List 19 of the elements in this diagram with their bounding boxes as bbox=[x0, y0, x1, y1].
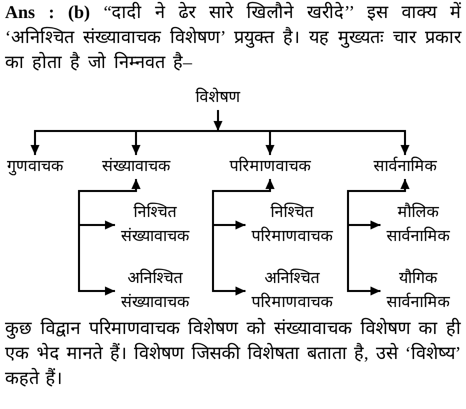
arrow bbox=[347, 179, 410, 296]
subcategory-label: अनिश्चित संख्यावाचक bbox=[121, 267, 189, 315]
category-label: परिमाणवाचक bbox=[230, 156, 310, 178]
category-label: सार्वनामिक bbox=[374, 156, 436, 178]
arrow bbox=[214, 110, 222, 131]
subcategory-label: मौलिक सार्वनामिक bbox=[386, 201, 450, 249]
category-label: गुणवाचक bbox=[7, 156, 63, 178]
explanation-paragraph: कुछ विद्वान परिमाणवाचक विशेषण को संख्यावाचक विशेषण का ही एक भेद मानते हैं। विशेषण जिसकी विशेषता बताता है, उसे ‘विशेष्य’ कहते हैं। bbox=[5, 316, 461, 390]
category-label: संख्यावाचक bbox=[102, 156, 170, 178]
arrow bbox=[132, 130, 218, 155]
arrow bbox=[78, 179, 140, 296]
arrow bbox=[212, 179, 274, 296]
subcategory-label: यौगिक सार्वनामिक bbox=[386, 267, 450, 315]
answer-paragraph: Ans : (b) “दादी ने ढेर सारे खिलौने खरीदे’’ इस वाक्य में ‘अनिश्चित संख्यावाचक विशेषण’ प्रयुक्त है। यह मुख्यतः चार प्रकार का होता है जो निम्नवत है– bbox=[5, 0, 461, 74]
subcategory-label: अनिश्चित परिमाणवाचक bbox=[252, 267, 332, 315]
subcategory-label: निश्चित परिमाणवाचक bbox=[252, 201, 332, 249]
root-label: विशेषण bbox=[196, 87, 240, 109]
arrow bbox=[218, 130, 410, 155]
subcategory-label: निश्चित संख्यावाचक bbox=[121, 201, 189, 249]
